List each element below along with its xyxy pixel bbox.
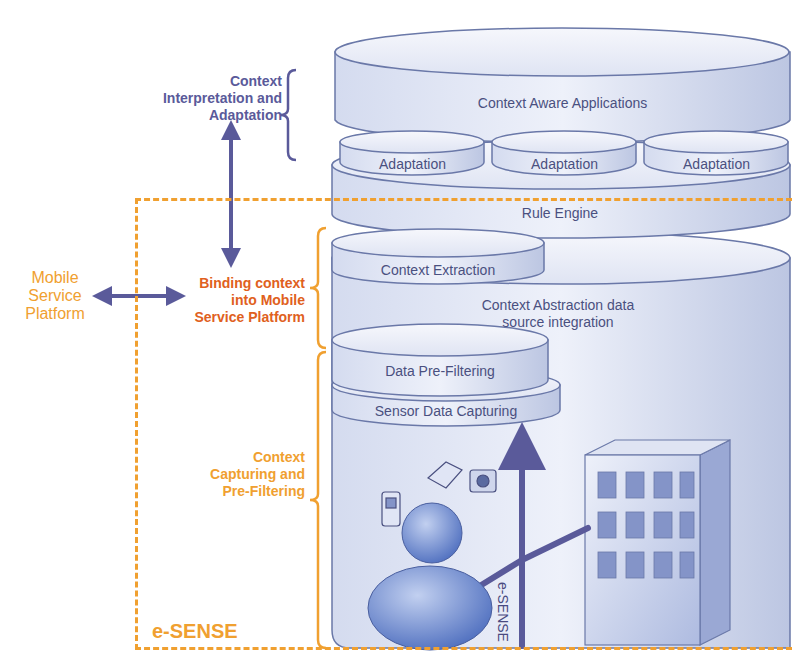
node-text: Sensor Data Capturing — [375, 403, 517, 420]
double-arrow — [229, 130, 233, 258]
side-label: Mobile Service Platform — [12, 267, 98, 325]
vertical-label: e-SENSE — [495, 582, 511, 642]
cylinder-layer: Context Aware Applications — [440, 92, 685, 114]
double-arrow — [102, 294, 176, 298]
cylinder-layer: Sensor Data Capturing — [350, 400, 542, 422]
cylinder-layer: Data Pre-Filtering — [350, 360, 530, 382]
node-text: Context Interpretation and Adaptation — [140, 73, 282, 124]
cylinder-layer: Adaptation — [659, 154, 774, 175]
side-label: Context Capturing and Pre-Filtering — [190, 446, 305, 502]
node-text: Adaptation — [379, 156, 446, 173]
node-text: Context Capturing and Pre-Filtering — [190, 449, 305, 500]
node-text: Adaptation — [683, 156, 750, 173]
cylinder-layer: Rule Engine — [480, 202, 640, 224]
node-text: Adaptation — [531, 156, 598, 173]
side-label: Context Interpretation and Adaptation — [140, 70, 282, 126]
cylinder-layer: Context Abstraction data source integrat… — [468, 294, 648, 334]
region-title: e-SENSE — [152, 620, 238, 643]
node-text: Context Abstraction data source integrat… — [468, 297, 648, 331]
node-text: Mobile Service Platform — [12, 269, 98, 323]
node-text: Context Aware Applications — [478, 95, 647, 112]
node-text: Rule Engine — [522, 205, 598, 222]
cylinder-layer: Adaptation — [507, 154, 622, 175]
side-label: Binding context into Mobile Service Plat… — [180, 262, 305, 338]
cylinder-layer: Context Extraction — [350, 259, 526, 281]
dashed-region: e-SENSE Binding context into Mobile Servi… — [135, 198, 792, 650]
cylinder-layer: Adaptation — [355, 154, 470, 175]
node-text: Context Extraction — [381, 262, 495, 279]
node-text: Data Pre-Filtering — [385, 363, 495, 380]
node-text: Binding context into Mobile Service Plat… — [180, 275, 305, 326]
